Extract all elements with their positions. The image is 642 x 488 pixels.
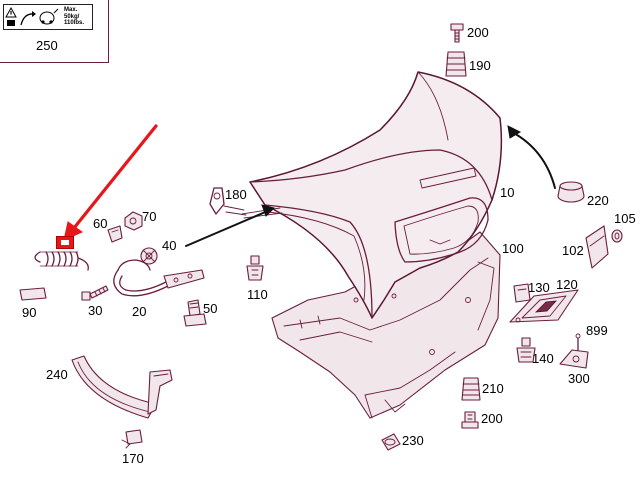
part-number-180[interactable]: 180 <box>225 187 247 202</box>
part-number-899[interactable]: 899 <box>586 323 608 338</box>
label-line-1: Max. <box>64 7 78 13</box>
screw-200-bottom <box>461 411 479 429</box>
bolt-50 <box>183 299 207 327</box>
screw-200-top <box>450 23 464 43</box>
part-number-140[interactable]: 140 <box>532 351 554 366</box>
part-number-70[interactable]: 70 <box>142 209 157 224</box>
part-number-10[interactable]: 10 <box>500 185 515 200</box>
warning-triangle-icon <box>5 6 17 26</box>
part-number-200-top[interactable]: 200 <box>467 25 489 40</box>
part-number-90[interactable]: 90 <box>22 305 37 320</box>
part-number-220[interactable]: 220 <box>587 193 609 208</box>
part-number-60[interactable]: 60 <box>93 216 108 231</box>
label-card-text: Max. 50kg/ 110lbs. <box>64 7 84 27</box>
trunk-lid <box>241 71 503 319</box>
lamp-housing-120 <box>509 289 579 323</box>
part-number-210[interactable]: 210 <box>482 381 504 396</box>
cable-clip-180 <box>209 187 247 216</box>
warning-label-card: Max. 50kg/ 110lbs. 250 <box>0 0 109 63</box>
part-number-200-bottom[interactable]: 200 <box>481 411 503 426</box>
clip-140 <box>516 337 536 363</box>
part-number-105[interactable]: 105 <box>614 211 636 226</box>
rubber-bumper-190 <box>445 51 467 77</box>
bulb-899 <box>575 333 581 351</box>
part-number-240[interactable]: 240 <box>46 367 68 382</box>
part-number-130[interactable]: 130 <box>528 280 550 295</box>
grommet-105 <box>611 229 623 243</box>
part-number-50[interactable]: 50 <box>203 301 218 316</box>
assembly-arrows <box>185 125 556 247</box>
part-number-110[interactable]: 110 <box>247 287 268 302</box>
cap-220 <box>557 181 585 203</box>
lifting-arrow-icon <box>20 11 36 26</box>
cover-flap-102 <box>585 225 609 269</box>
part-number-170[interactable]: 170 <box>122 451 144 466</box>
part-number-190[interactable]: 190 <box>469 58 491 73</box>
bolt-30 <box>81 285 109 301</box>
hinge-cable-20 <box>113 259 205 297</box>
clip-110 <box>246 255 264 281</box>
part-number-100[interactable]: 100 <box>502 241 524 256</box>
label-line-2: 50kg/ <box>64 13 80 20</box>
weight-icon <box>39 8 59 25</box>
bracket-40 <box>140 247 158 265</box>
label-line-3: 110lbs. <box>64 20 85 26</box>
part-number-230[interactable]: 230 <box>402 433 424 448</box>
part-number-120[interactable]: 120 <box>556 277 578 292</box>
part-number-20[interactable]: 20 <box>132 304 147 319</box>
rubber-bumper-210 <box>461 377 481 401</box>
highlighted-part-marker[interactable] <box>56 236 74 249</box>
highlighted-part-marker-inner <box>61 240 69 245</box>
clip-60 <box>107 225 123 243</box>
nut-70 <box>124 211 143 231</box>
tension-spring-90 <box>34 251 89 271</box>
part-number-300[interactable]: 300 <box>568 371 590 386</box>
license-lamp-300 <box>559 349 589 369</box>
trim-bracket-240 <box>71 355 173 419</box>
push-clip-170 <box>121 429 143 449</box>
rubber-bumper-230 <box>381 433 401 451</box>
part-number-30[interactable]: 30 <box>88 303 103 318</box>
warning-label-sticker: Max. 50kg/ 110lbs. <box>3 4 93 30</box>
part-number-40[interactable]: 40 <box>162 238 177 253</box>
part-number-102[interactable]: 102 <box>562 243 584 258</box>
part-number-250: 250 <box>36 38 58 53</box>
spring-pad-90 <box>19 287 47 301</box>
